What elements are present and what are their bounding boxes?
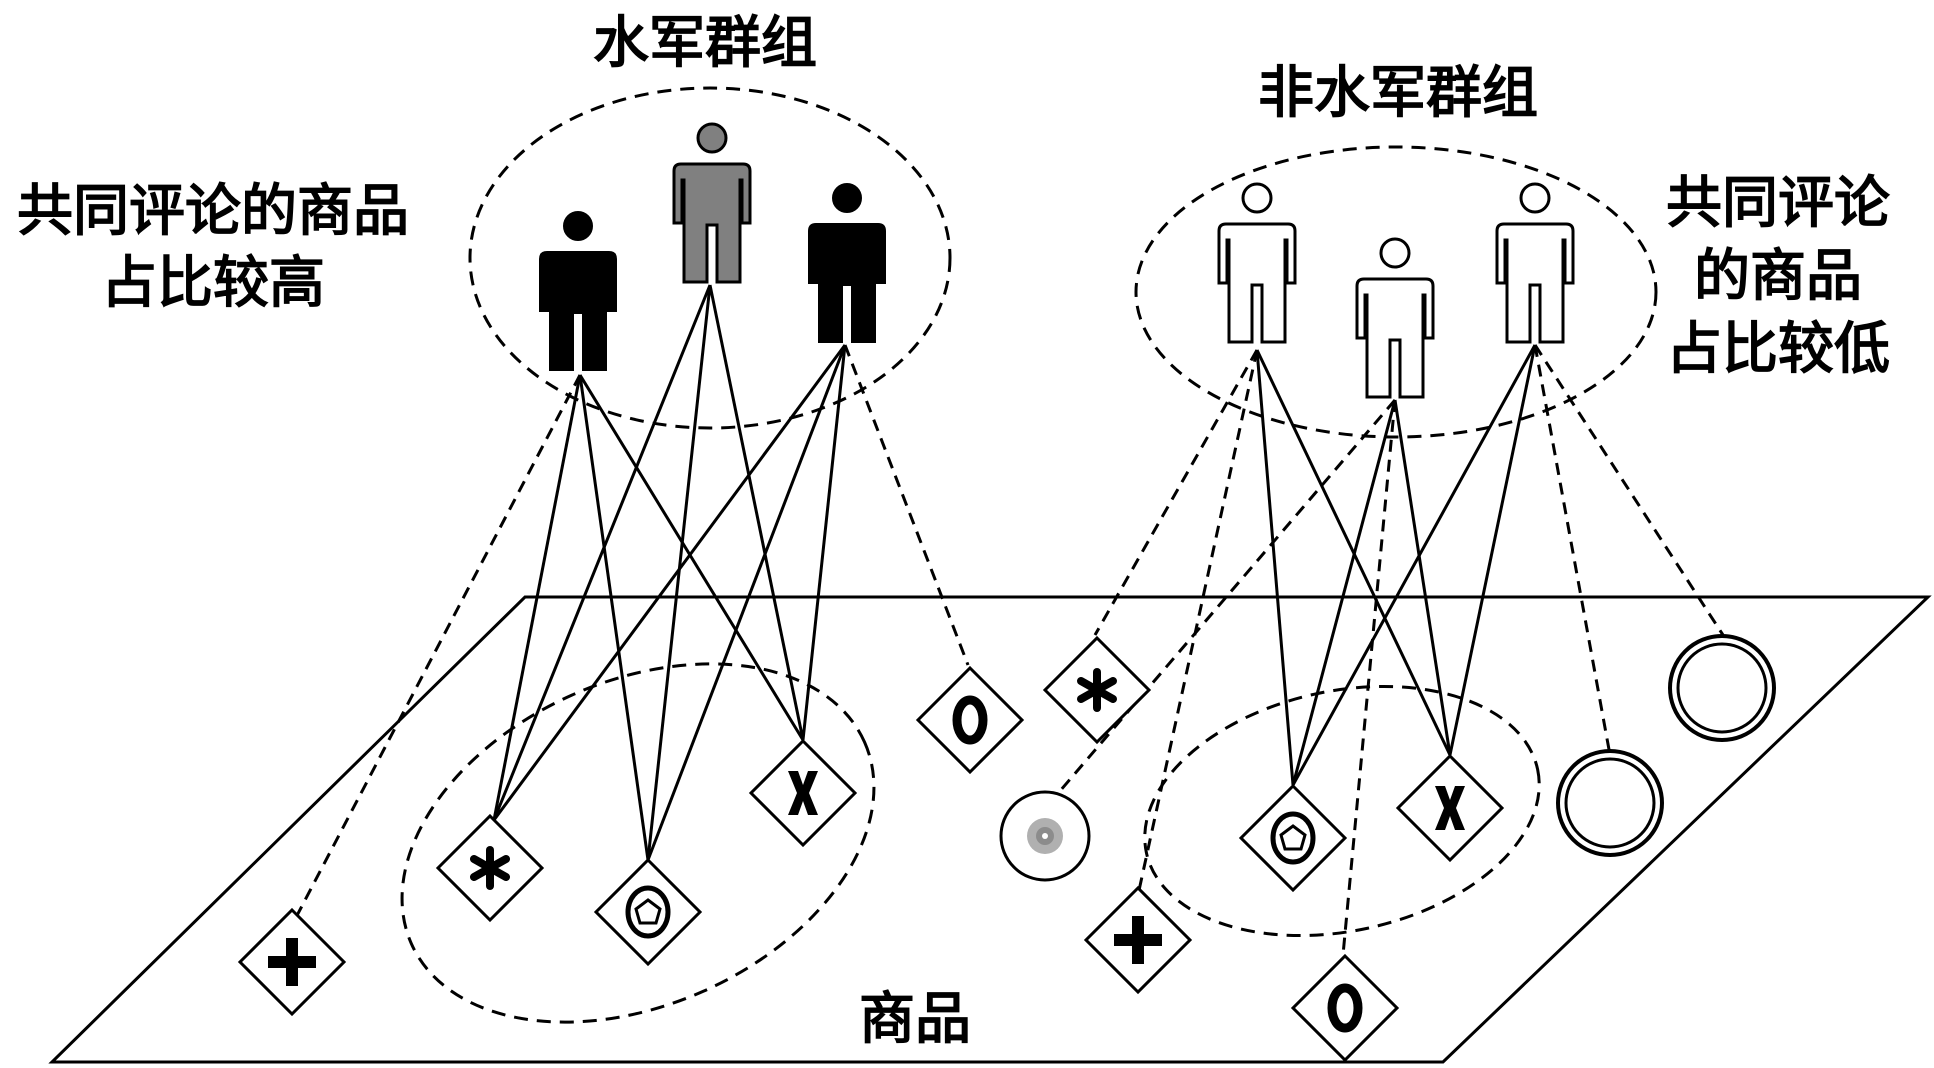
- normal-group-ellipse: [1134, 145, 1658, 439]
- asterisk-icon: [1077, 668, 1117, 712]
- person-icon: [1355, 237, 1435, 399]
- normal-user-3: [1495, 182, 1575, 344]
- solid-review-edges: [492, 284, 1537, 861]
- circle-icon: [1676, 642, 1768, 734]
- x-icon: [788, 771, 818, 815]
- pentagon-icon: [625, 885, 671, 939]
- person-icon: [672, 122, 752, 284]
- spam-products-ellipse: [400, 662, 876, 1024]
- normal-user-1: [1217, 182, 1297, 344]
- product-gray-circle: [999, 790, 1091, 882]
- product-pentagon-2: [1238, 783, 1348, 893]
- x-icon: [1435, 786, 1465, 830]
- spam-user-1: [539, 211, 617, 371]
- person-icon: [1217, 182, 1297, 344]
- spam-group-ellipse: [468, 86, 952, 430]
- plus-icon: [1114, 916, 1162, 964]
- circle-icon: [1564, 757, 1656, 849]
- normal-user-2: [1355, 237, 1435, 399]
- spam-group-label: 水军群组: [593, 10, 817, 76]
- dashed-review-edges: [290, 344, 1725, 956]
- normal-note-line-3: 占比较低: [1666, 316, 1890, 382]
- product-double-circle-1: [1556, 749, 1664, 857]
- spam-note-line-1: 共同评论的商品: [17, 178, 409, 244]
- product-pentagon-1: [593, 857, 703, 967]
- product-x-2: [1395, 753, 1505, 863]
- product-double-circle-2: [1668, 634, 1776, 742]
- spam-user-2: [672, 122, 752, 284]
- person-icon: [539, 211, 617, 371]
- product-o-1: [915, 665, 1025, 775]
- product-o-2: [1290, 953, 1400, 1063]
- person-icon: [1495, 182, 1575, 344]
- product-asterisk-2: [1042, 635, 1152, 745]
- normal-note-line-1: 共同评论: [1666, 170, 1891, 236]
- asterisk-icon: [470, 846, 510, 890]
- product-asterisk-1: [435, 813, 545, 923]
- spam-note-line-2: 占比较高: [101, 250, 325, 316]
- person-icon: [808, 183, 886, 343]
- product-x-1: [748, 738, 858, 848]
- o-icon: [1327, 983, 1363, 1033]
- plus-icon: [268, 938, 316, 986]
- products-label: 商品: [859, 986, 971, 1052]
- product-plus-1: [237, 907, 347, 1017]
- spam-user-3: [808, 183, 886, 343]
- product-plus-2: [1083, 885, 1193, 995]
- normal-group-label: 非水军群组: [1258, 60, 1538, 126]
- pentagon-icon: [1270, 811, 1316, 865]
- normal-note-line-2: 的商品: [1694, 243, 1862, 309]
- o-icon: [952, 695, 988, 745]
